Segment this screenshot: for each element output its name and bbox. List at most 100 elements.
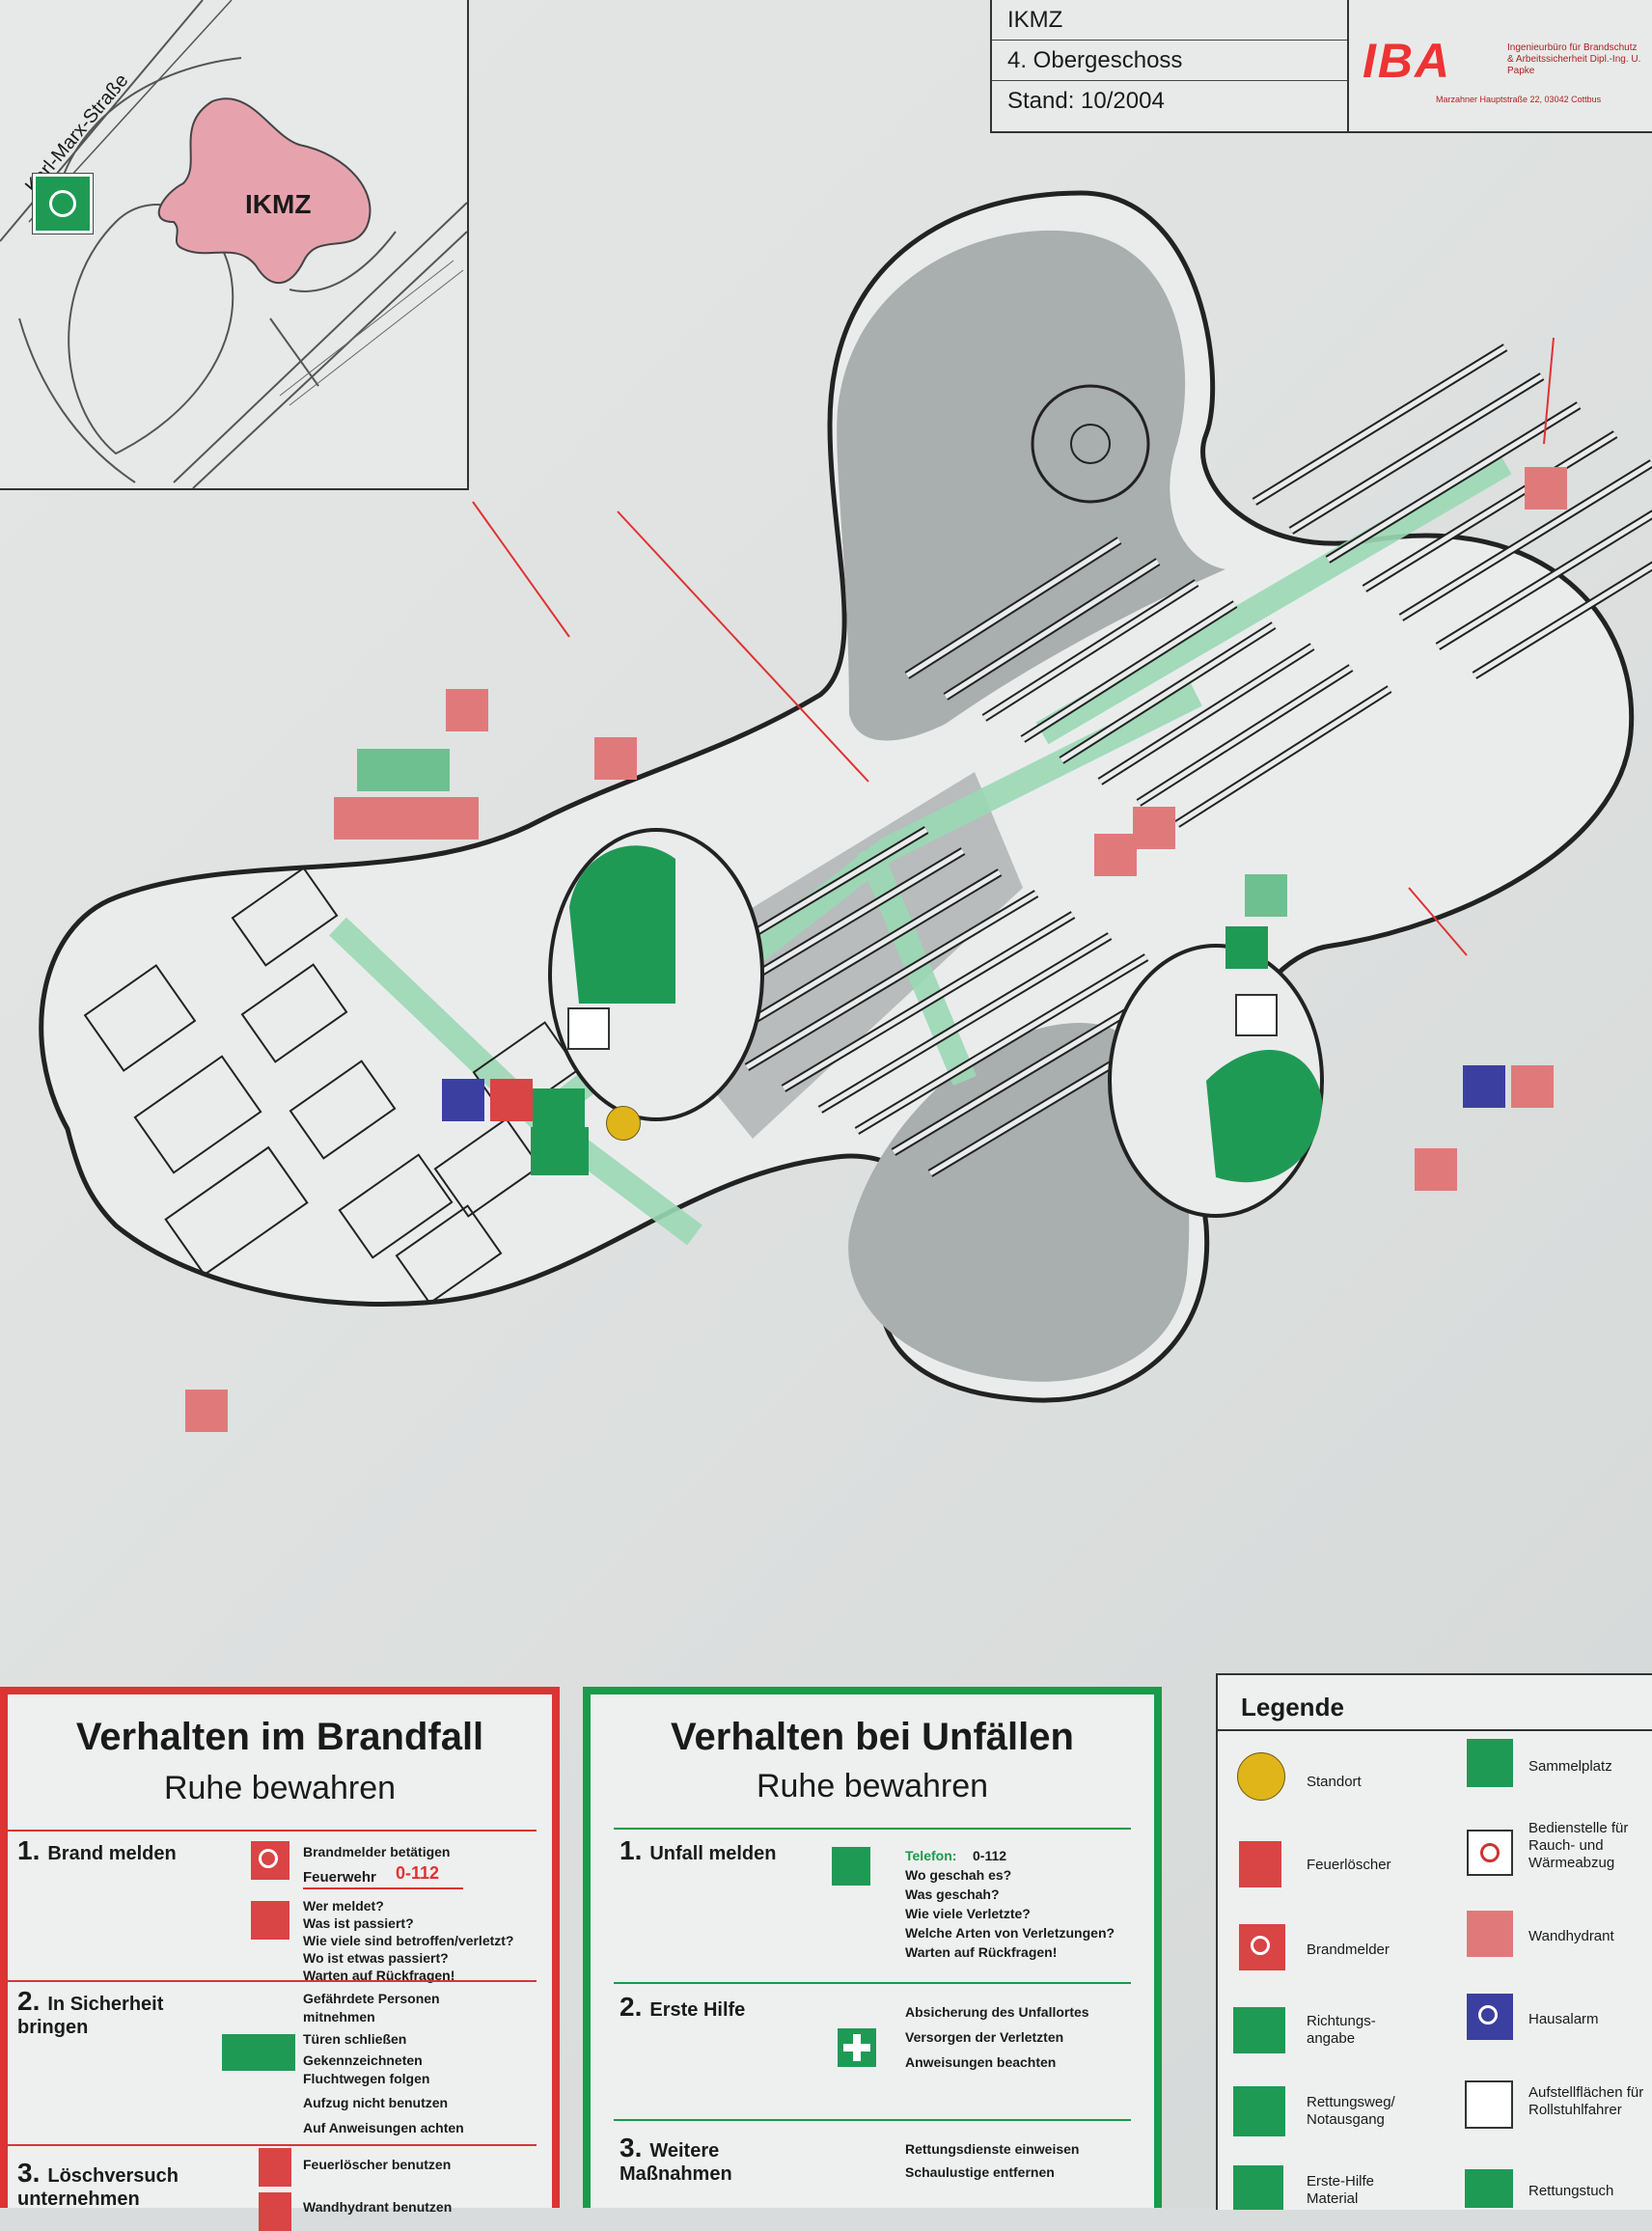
fire-step1-text-1: Brandmelder betätigen (303, 1844, 451, 1859)
plan-fire-extinguisher-icon-3 (185, 1390, 228, 1432)
iba-logo: IBA (1363, 34, 1452, 88)
shelf-row-inner (818, 933, 1112, 1113)
site-map-drawing (0, 0, 467, 488)
fire-number-underline (303, 1887, 463, 1889)
legend-label-rettungsweg: Rettungsweg/ Notausgang (1307, 2094, 1395, 2128)
fire-step2-text-5: Auf Anweisungen achten (303, 2120, 464, 2135)
assembly-point-icon (32, 173, 94, 234)
shelf-row-inner (1436, 511, 1652, 649)
fire-step2-text-3: Gekennzeichneten Fluchtwegen folgen (303, 2052, 430, 2086)
fire-call-3: Wie viele sind betroffen/verletzt? (303, 1933, 514, 1948)
legend-label-richtungsangabe: Richtungs-angabe (1307, 2013, 1376, 2047)
plan-fire-extinguisher-icon-5 (1511, 1065, 1554, 1108)
legend-label-sammelplatz: Sammelplatz (1528, 1758, 1612, 1775)
fire-separator (8, 1830, 537, 1832)
plan-exit-sign-icon (357, 749, 450, 791)
assembly-point-icon (1467, 1739, 1513, 1787)
legend-label-brandmelder: Brandmelder (1307, 1942, 1390, 1958)
plan-fire-alarm-icon (490, 1079, 533, 1121)
legend-title-line (1218, 1729, 1652, 1731)
site-building-label: IKMZ (245, 189, 312, 219)
iba-logo-subtitle: Ingenieurbüro für Brandschutz & Arbeitss… (1507, 42, 1641, 76)
shelf-row-inner (982, 580, 1198, 721)
fire-panel-title: Verhalten im Brandfall (75, 1716, 484, 1758)
accident-step-3: 3.Weitere Maßnahmen (620, 2133, 732, 2186)
shelf-row-inner (1098, 644, 1314, 785)
accident-separator-2 (614, 1982, 1131, 1984)
legend-panel: Legende Standort Feuerlöscher Brandmelde… (1216, 1673, 1652, 2210)
fire-separator-2 (8, 1980, 537, 1982)
legend-title: Legende (1241, 1693, 1344, 1721)
rescue-cloth-icon (1465, 2169, 1513, 2208)
accident-separator (614, 1828, 1131, 1830)
fire-step3-text-1: Feuerlöscher benutzen (303, 2157, 452, 2172)
emergency-exit-icon (222, 2034, 295, 2071)
shelf-row-inner (944, 559, 1160, 700)
fire-step-2: 2.In Sicherheit bringen (17, 1986, 164, 2039)
shelf-row-inner (855, 954, 1148, 1134)
fire-separator-3 (8, 2144, 537, 2146)
smoke-vent-control-icon (1467, 1830, 1513, 1876)
plan-fire-alarm-icon-3 (1415, 1148, 1457, 1191)
accident-step-1: 1.Unfall melden (620, 1835, 777, 1865)
shelf-row-inner (905, 537, 1121, 678)
accident-step2-text-2: Versorgen der Verletzten (905, 2029, 1064, 2045)
accident-q-5: Warten auf Rückfragen! (905, 1944, 1058, 1960)
emergency-exit-icon (1233, 2086, 1285, 2136)
shelf-row-inner (782, 912, 1075, 1091)
shelf-row-inner (1473, 563, 1652, 678)
accident-q-1: Wo geschah es? (905, 1867, 1012, 1883)
legend-label-standort: Standort (1307, 1774, 1362, 1790)
shelf-row-inner (745, 891, 1038, 1070)
plan-house-alarm-icon (442, 1079, 484, 1121)
plan-wheelchair-icon (1235, 994, 1278, 1036)
site-location-map: Karl-Marx-Straße IKMZ (0, 0, 469, 490)
plan-header-table: IKMZ 4. Obergeschoss Stand: 10/2004 (990, 0, 1652, 133)
plan-direction-arrow-icon-2 (1225, 926, 1268, 969)
fire-extinguisher-icon (259, 2148, 291, 2187)
fire-step-1: 1.Brand melden (17, 1835, 177, 1865)
fire-step1-text-2: Feuerwehr (303, 1869, 376, 1886)
plan-escape-sign-icon (531, 1127, 589, 1175)
shelf-row-inner (1253, 344, 1507, 505)
legend-label-rauchabzug: Bedienstelle für Rauch- und Wärmeabzug (1528, 1820, 1629, 1871)
emergency-phone-icon (832, 1847, 870, 1886)
accident-step-2: 2.Erste Hilfe (620, 1992, 746, 2022)
legend-label-rollstuhl: Aufstellflächen für Rollstuhlfahrer (1528, 2084, 1644, 2118)
shelf-row-inner (1175, 686, 1391, 827)
wall-hydrant-icon (259, 2192, 291, 2231)
fire-step2-text-2: Türen schließen (303, 2031, 407, 2047)
fire-call-4: Wo ist etwas passiert? (303, 1950, 449, 1966)
floor-plan-drawing (39, 190, 1652, 1403)
legend-label-hausalarm: Hausalarm (1528, 2011, 1599, 2027)
plan-wheelchair-icon-2 (567, 1007, 610, 1050)
site-building-shape (157, 97, 372, 285)
plan-escape-sign-icon-2 (1245, 874, 1287, 917)
accident-step3-text-1: Rettungsdienste einweisen (905, 2141, 1080, 2157)
plan-fire-extinguisher-icon-4 (1525, 467, 1567, 510)
legend-label-rettungstuch: Rettungstuch (1528, 2183, 1614, 2199)
fire-call-2: Was ist passiert? (303, 1915, 414, 1931)
fire-alarm-icon (251, 1841, 289, 1880)
fire-step2-text-4: Aufzug nicht benutzen (303, 2095, 449, 2110)
plan-fire-extinguisher-icon-2 (594, 737, 637, 780)
status-date: Stand: 10/2004 (1007, 88, 1165, 114)
phone-icon (251, 1901, 289, 1940)
shelf-row-inner (1399, 460, 1652, 620)
legend-label-wandhydrant: Wandhydrant (1528, 1928, 1614, 1944)
first-aid-icon (1233, 2165, 1283, 2210)
accident-phone-label: Telefon: (905, 1848, 957, 1863)
fire-behavior-panel: Verhalten im Brandfall Ruhe bewahren 1.B… (0, 1687, 560, 2231)
legend-label-erste-hilfe: Erste-Hilfe Material (1307, 2173, 1375, 2207)
plan-hydrant-group-icon (334, 797, 479, 840)
fire-alarm-icon (1239, 1924, 1285, 1970)
shelf-row-inner (1326, 402, 1581, 563)
accident-panel-title: Verhalten bei Unfällen (671, 1716, 1074, 1758)
floor-name: 4. Obergeschoss (992, 41, 1347, 81)
plan-hydrant-icon (1133, 807, 1175, 849)
fire-step-3: 3.Löschversuch unternehmen (17, 2158, 179, 2211)
accident-panel-subtitle: Ruhe bewahren (756, 1768, 989, 1804)
fire-extinguisher-icon (1239, 1841, 1281, 1887)
iba-logo-address: Marzahner Hauptstraße 22, 03042 Cottbus (1436, 95, 1602, 104)
plan-fire-alarm-icon-2 (1094, 834, 1137, 876)
